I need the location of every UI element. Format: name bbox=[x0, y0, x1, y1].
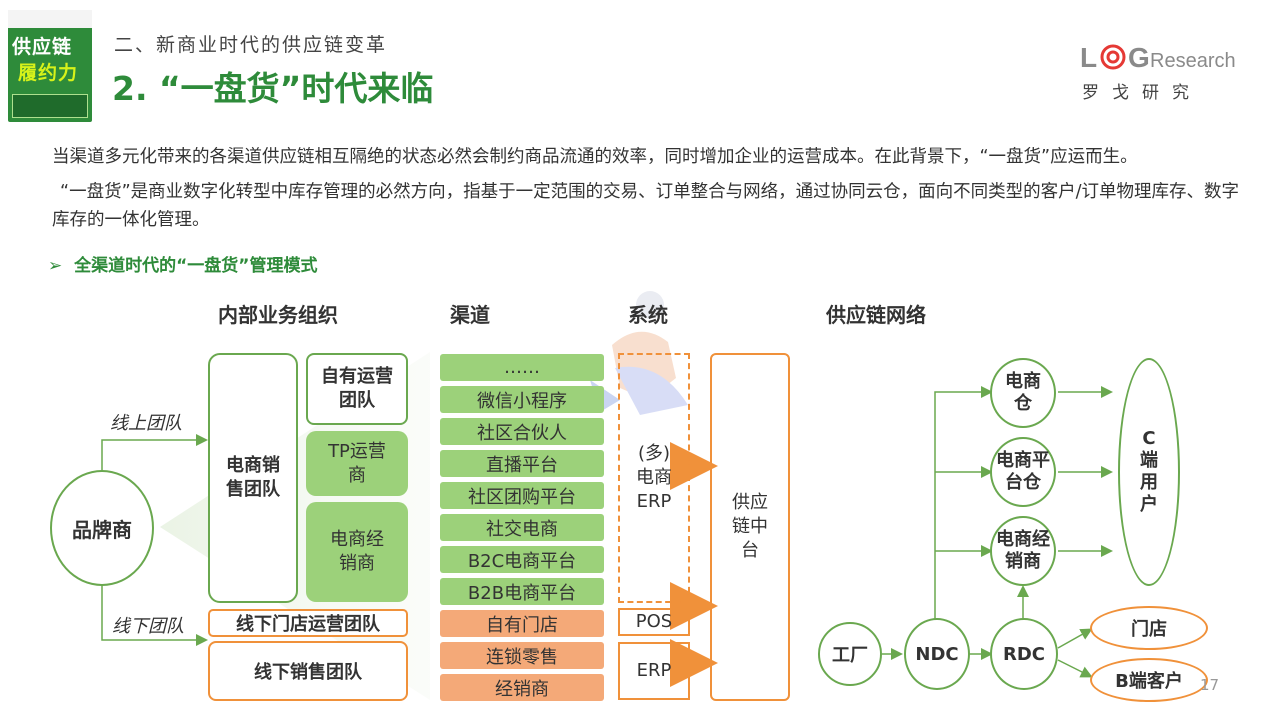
offline-store-team-box: 线下门店运营团队 bbox=[208, 609, 408, 637]
book-cover-strip bbox=[8, 10, 92, 28]
b-clients-node: B端客户 bbox=[1090, 658, 1208, 702]
channel-item: 社区团购平台 bbox=[440, 482, 604, 509]
header-channel: 渠道 bbox=[450, 303, 490, 327]
page-number: 17 bbox=[1200, 676, 1220, 694]
sub-heading-text: 全渠道时代的“一盘货”管理模式 bbox=[74, 256, 318, 276]
section-title: 二、新商业时代的供应链变革 bbox=[114, 34, 388, 56]
offline-team-label: 线下团队 bbox=[112, 616, 184, 637]
rdc-node: RDC bbox=[990, 618, 1058, 690]
online-team-label: 线上团队 bbox=[110, 413, 182, 434]
pos-system: POS bbox=[618, 608, 690, 636]
channel-item: B2C电商平台 bbox=[440, 546, 604, 573]
intro-paragraph-1: 当渠道多元化带来的各渠道供应链相互隔绝的状态必然会制约商品流通的效率，同时增加企… bbox=[52, 147, 1138, 167]
channel-item: 连锁零售 bbox=[440, 642, 604, 669]
ecom-distributor-node: 电商经销商 bbox=[990, 516, 1056, 586]
book-truck-graphic bbox=[12, 94, 88, 118]
ecom-warehouse-node: 电商仓 bbox=[990, 358, 1056, 428]
c-end-users-node: C端用户 bbox=[1118, 358, 1180, 586]
channel-item: 微信小程序 bbox=[440, 386, 604, 413]
header-org: 内部业务组织 bbox=[218, 303, 338, 327]
intro-paragraph-2: “一盘货”是商业数字化转型中库存管理的必然方向，指基于一定范围的交易、订单整合与… bbox=[52, 182, 1240, 230]
channel-item: B2B电商平台 bbox=[440, 578, 604, 605]
ndc-node: NDC bbox=[904, 618, 970, 690]
ecom-dist-box: 电商经销商 bbox=[306, 502, 408, 602]
book-title-line2: 履约力 bbox=[18, 62, 79, 84]
sub-heading: ➢ 全渠道时代的“一盘货”管理模式 bbox=[48, 251, 317, 276]
svg-text:G: G bbox=[1128, 42, 1150, 73]
channel-item: 社交电商 bbox=[440, 514, 604, 541]
channel-item: …… bbox=[440, 354, 604, 381]
book-title-line1: 供应链 bbox=[12, 36, 73, 58]
channel-item: 社区合伙人 bbox=[440, 418, 604, 445]
ecom-sales-team-box: 电商销售团队 bbox=[208, 353, 298, 603]
header-system: 系统 bbox=[628, 303, 668, 327]
self-ops-team-box: 自有运营团队 bbox=[306, 353, 408, 425]
svg-text:L: L bbox=[1080, 42, 1097, 73]
factory-node: 工厂 bbox=[818, 622, 882, 686]
offline-sales-team-box: 线下销售团队 bbox=[208, 641, 408, 701]
tp-ops-box: TP运营商 bbox=[306, 431, 408, 496]
erp-system: ERP bbox=[618, 642, 690, 700]
store-node: 门店 bbox=[1090, 606, 1208, 650]
page-title: 2. “一盘货”时代来临 bbox=[112, 69, 434, 108]
channel-item: 经销商 bbox=[440, 674, 604, 701]
header-network: 供应链网络 bbox=[826, 303, 926, 327]
book-cover-image: 供应链 履约力 bbox=[8, 10, 92, 122]
company-logo: L G Research 罗戈研究 bbox=[1080, 40, 1240, 106]
svg-text:Research: Research bbox=[1150, 50, 1236, 72]
ecom-platform-warehouse-node: 电商平台仓 bbox=[990, 437, 1056, 507]
supply-chain-middle-platform: 供应链中台 bbox=[710, 353, 790, 701]
channel-item: 自有门店 bbox=[440, 610, 604, 637]
channel-item: 直播平台 bbox=[440, 450, 604, 477]
logo-subtitle: 罗戈研究 bbox=[1082, 83, 1202, 103]
brand-node: 品牌商 bbox=[50, 470, 154, 586]
ecom-erp-system: (多)电商ERP bbox=[618, 353, 690, 603]
arrow-bullet-icon: ➢ bbox=[48, 256, 75, 276]
